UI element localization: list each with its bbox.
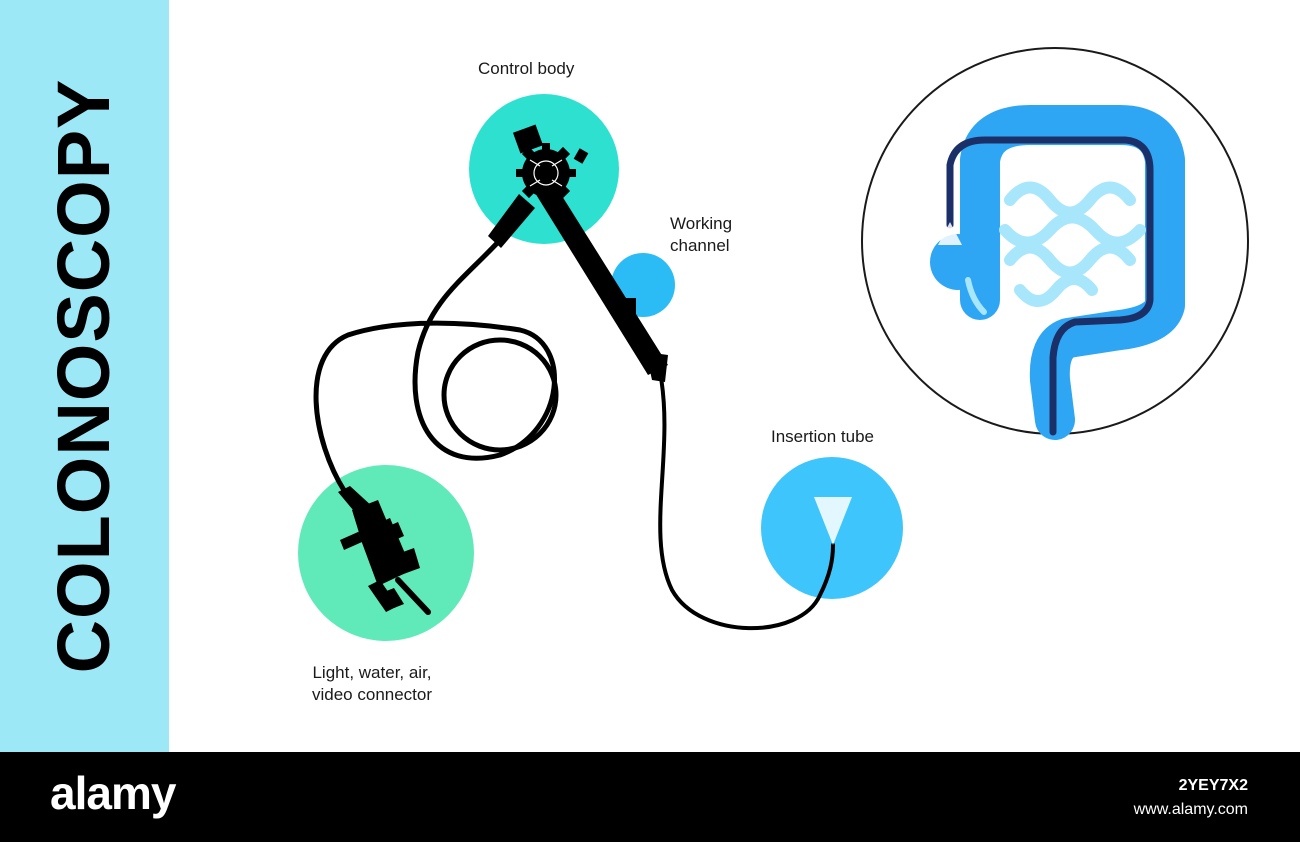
insertion-tube — [658, 370, 835, 631]
site-url: www.alamy.com — [1133, 801, 1248, 818]
connector-line-1: Light, water, air, — [312, 663, 432, 682]
brand-logo: alamy — [50, 767, 176, 819]
label-working-channel: Working channel — [670, 213, 732, 257]
colon-icon — [861, 47, 1249, 440]
label-insertion-tube: Insertion tube — [771, 426, 874, 448]
control-body-text: Control body — [478, 59, 575, 78]
label-connector: Light, water, air, video connector — [312, 662, 432, 706]
scope-tip-light-icon — [814, 497, 852, 545]
insertion-tube-text: Insertion tube — [771, 427, 875, 446]
footer-bar: alamy 2YEY7X2 www.alamy.com — [0, 752, 1300, 842]
endoscope-icon — [488, 124, 668, 382]
endoscope-diagram — [298, 47, 1249, 641]
working-channel-line-2: channel — [670, 236, 730, 255]
control-knob — [512, 124, 589, 203]
label-control-body: Control body — [478, 58, 574, 80]
working-channel-line-1: Working — [670, 214, 733, 233]
light-video-connector-icon — [338, 486, 431, 615]
endoscope-cable — [313, 237, 559, 495]
connector-line-2: video connector — [312, 685, 433, 704]
title-band: COLONOSCOPY — [0, 0, 169, 752]
image-id: 2YEY7X2 — [1178, 777, 1248, 794]
